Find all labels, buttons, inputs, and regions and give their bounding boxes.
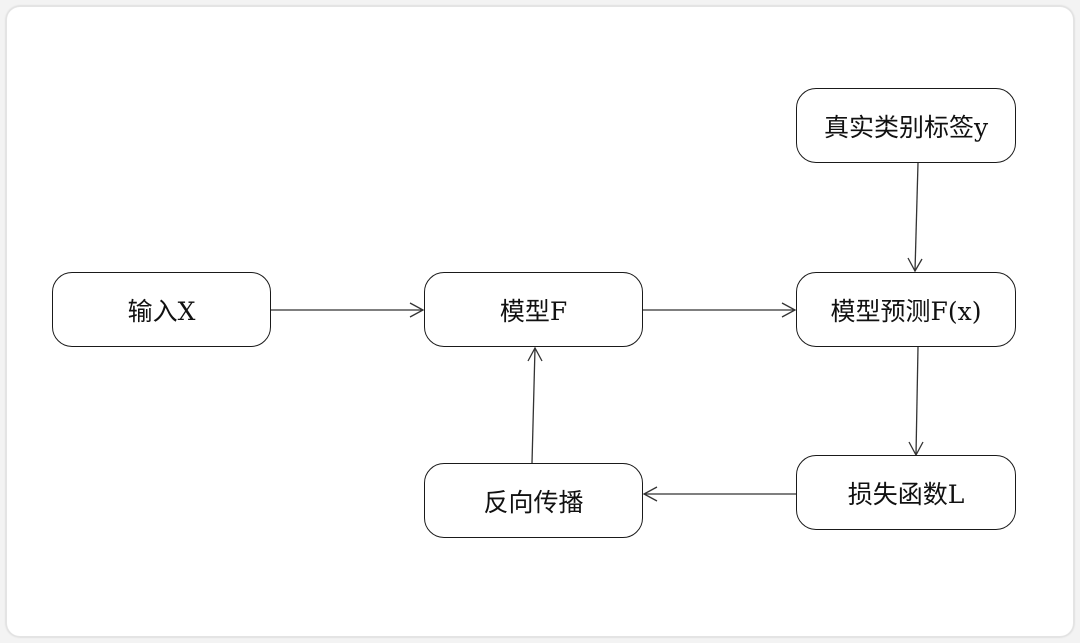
- node-true-label: 真实类别标签y: [796, 88, 1016, 163]
- arrowhead-label-to-prediction: [907, 257, 923, 273]
- arrowhead-loss-to-backprop: [642, 486, 658, 502]
- node-input: 输入X: [52, 272, 271, 347]
- node-prediction: 模型预测F(x): [796, 272, 1016, 347]
- node-backprop: 反向传播: [424, 463, 643, 538]
- node-prediction-label: 模型预测F(x): [830, 296, 982, 326]
- arrowhead-model-to-prediction: [781, 302, 797, 318]
- node-true-label-text: 真实类别标签y: [823, 112, 989, 142]
- edge-label-to-prediction: [914, 162, 919, 272]
- node-backprop-label: 反向传播: [483, 487, 584, 517]
- node-model: 模型F: [424, 272, 643, 347]
- arrowhead-input-to-model: [409, 302, 425, 318]
- node-loss-label: 损失函数L: [847, 479, 965, 509]
- arrowhead-backprop-to-model: [527, 346, 543, 362]
- node-input-label: 输入X: [127, 296, 196, 326]
- node-model-label: 模型F: [499, 296, 568, 326]
- edge-prediction-to-loss: [915, 346, 919, 456]
- node-loss: 损失函数L: [796, 455, 1016, 530]
- edge-backprop-to-model: [531, 347, 536, 464]
